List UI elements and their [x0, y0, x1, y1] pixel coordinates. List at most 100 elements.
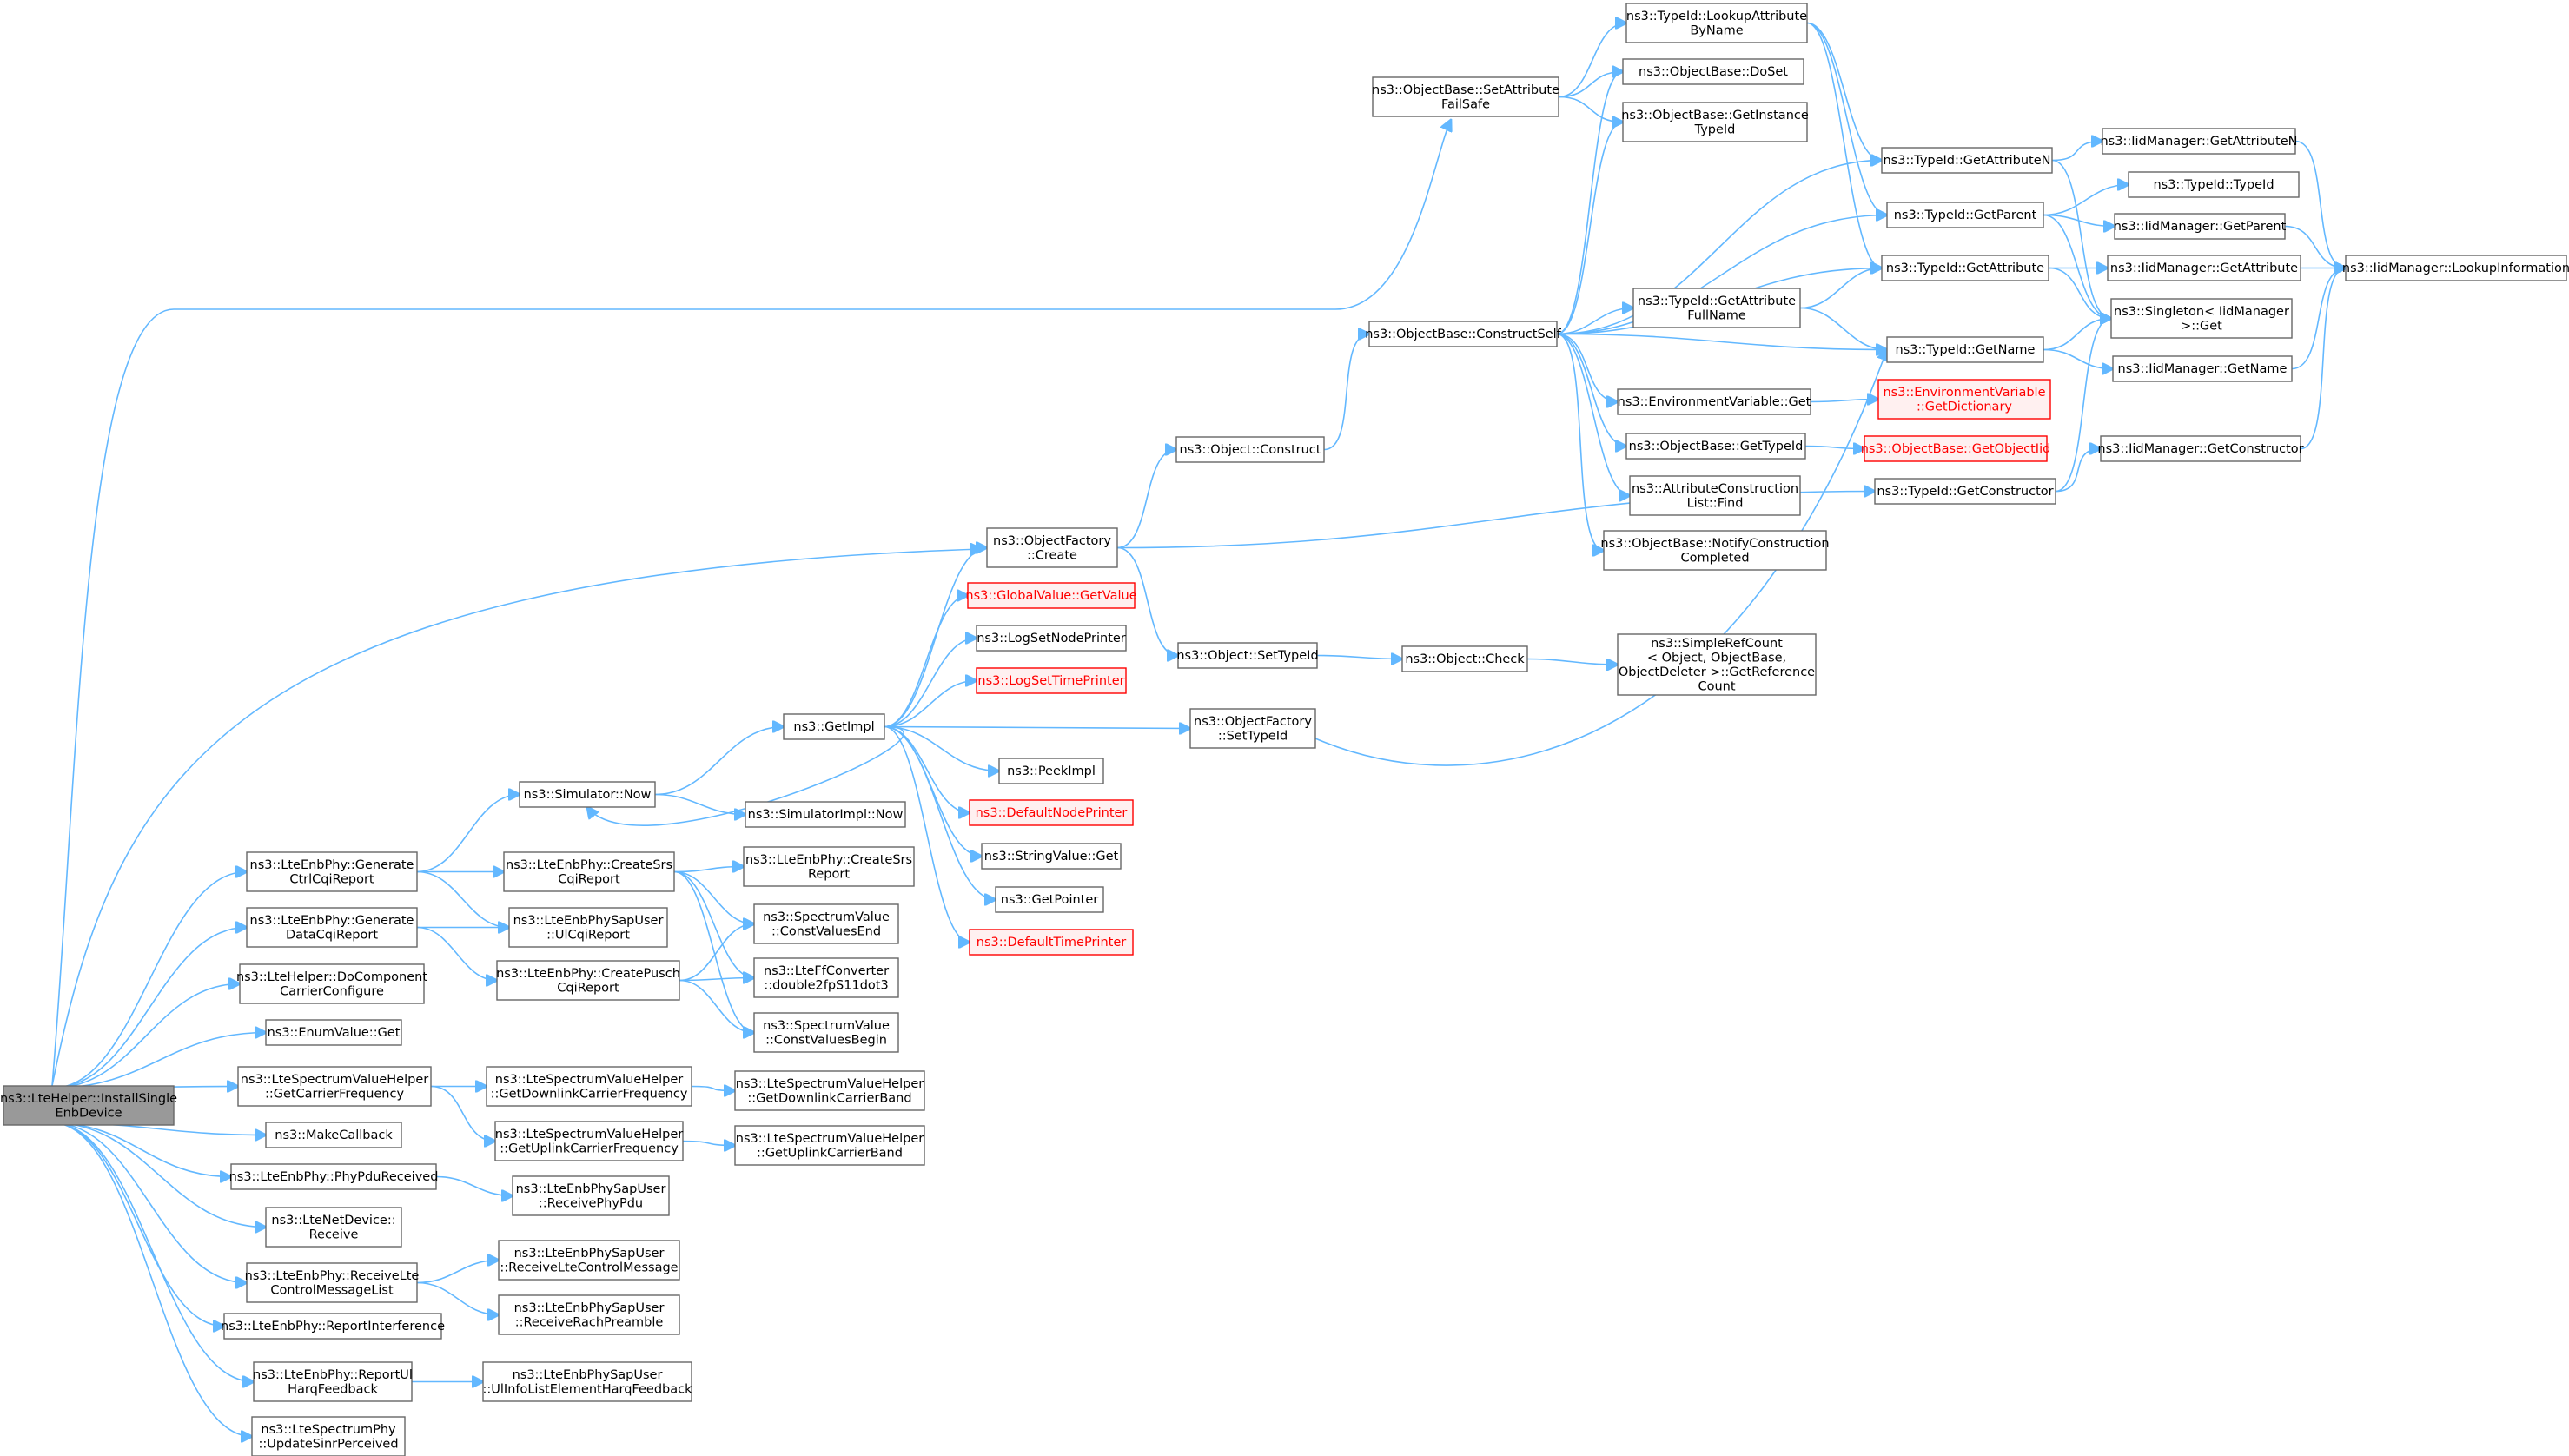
node-label: EnbDevice — [55, 1106, 122, 1120]
graph-node-getpointer[interactable]: ns3::GetPointer — [995, 886, 1104, 913]
graph-node-fftconv[interactable]: ns3::LteFfConverter::double2fpS11dot3 — [753, 957, 899, 998]
graph-node-envget[interactable]: ns3::EnvironmentVariable::Get — [1617, 388, 1811, 415]
node-label: ns3::DefaultTimePrinter — [977, 936, 1126, 950]
node-box — [1886, 336, 2044, 363]
node-label: FullName — [1687, 308, 1746, 322]
graph-node-getattrN[interactable]: ns3::TypeId::GetAttributeN — [1881, 147, 2053, 174]
node-label: ::GetUplinkCarrierFrequency — [500, 1142, 679, 1155]
graph-node-lookupinfo[interactable]: ns3::IidManager::LookupInformation — [2342, 255, 2569, 281]
node-label: ns3::TypeId::GetAttribute — [1886, 261, 2044, 275]
graph-node-sapctrl[interactable]: ns3::LteEnbPhySapUser::ReceiveLteControl… — [498, 1240, 680, 1281]
graph-node-settypeid[interactable]: ns3::Object::SetTypeId — [1176, 642, 1319, 669]
graph-node-factorycreate[interactable]: ns3::ObjectFactory::Create — [986, 527, 1118, 568]
edge-createsrs-to-constend — [673, 870, 754, 924]
graph-node-iidGetAttr[interactable]: ns3::IidManager::GetAttribute — [2107, 255, 2301, 281]
graph-node-doset[interactable]: ns3::ObjectBase::DoSet — [1622, 58, 1804, 85]
edge-envget-to-envdict — [1810, 400, 1878, 402]
graph-node-strget[interactable]: ns3::StringValue::Get — [981, 843, 1122, 870]
graph-node-ulcqi[interactable]: ns3::LteEnbPhySapUser::UlCqiReport — [508, 907, 668, 948]
graph-node-phypdu[interactable]: ns3::LteEnbPhy::PhyPduReceived — [229, 1163, 439, 1190]
graph-node-makecb[interactable]: ns3::MakeCallback — [265, 1122, 402, 1148]
node-label: ns3::EnvironmentVariable::Get — [1618, 395, 1811, 409]
graph-node-logtime[interactable]: ns3::LogSetTimePrinter — [976, 667, 1127, 694]
graph-node-singleton[interactable]: ns3::Singleton< IidManager >::Get — [2110, 298, 2293, 339]
graph-node-deftime[interactable]: ns3::DefaultTimePrinter — [969, 929, 1134, 956]
graph-node-iidGetName[interactable]: ns3::IidManager::GetName — [2112, 355, 2293, 382]
graph-node-getattr[interactable]: ns3::TypeId::GetAttribute — [1881, 255, 2049, 281]
graph-node-constend[interactable]: ns3::SpectrumValue::ConstValuesEnd — [753, 903, 899, 944]
node-box — [753, 957, 899, 998]
node-label: ns3::LteHelper::InstallSingle — [0, 1092, 177, 1106]
graph-node-refcount[interactable]: ns3::SimpleRefCount< Object, ObjectBase,… — [1617, 633, 1817, 696]
graph-node-factsettype[interactable]: ns3::ObjectFactory::SetTypeId — [1189, 708, 1316, 749]
node-box — [486, 1066, 692, 1107]
node-label: ns3::SpectrumValue — [763, 910, 890, 924]
node-label: ns3::GetPointer — [1001, 893, 1099, 907]
graph-node-simimplnow[interactable]: ns3::SimulatorImpl::Now — [745, 801, 906, 828]
graph-node-constbegin[interactable]: ns3::SpectrumValue::ConstValuesBegin — [753, 1012, 899, 1053]
graph-node-docomp[interactable]: ns3::LteHelper::DoComponentCarrierConfig… — [236, 963, 427, 1004]
graph-node-getdlband[interactable]: ns3::LteSpectrumValueHelper::GetDownlink… — [734, 1070, 925, 1111]
graph-node-defnode[interactable]: ns3::DefaultNodePrinter — [969, 799, 1134, 826]
graph-node-reportint[interactable]: ns3::LteEnbPhy::ReportInterference — [221, 1313, 445, 1340]
graph-node-peekimpl[interactable]: ns3::PeekImpl — [998, 758, 1104, 784]
graph-node-globalvalue[interactable]: ns3::GlobalValue::GetValue — [965, 582, 1137, 609]
graph-node-construct[interactable]: ns3::ObjectBase::ConstructSelf — [1365, 321, 1562, 347]
graph-node-objgetid[interactable]: ns3::ObjectBase::GetObjectIid — [1861, 435, 2051, 462]
graph-node-getcarrier[interactable]: ns3::LteSpectrumValueHelper::GetCarrierF… — [237, 1066, 432, 1107]
graph-node-notify[interactable]: ns3::ObjectBase::NotifyConstructionCompl… — [1600, 530, 1830, 571]
node-label: ns3::LteEnbPhySapUser — [513, 1368, 663, 1382]
graph-node-lognode[interactable]: ns3::LogSetNodePrinter — [976, 625, 1127, 652]
graph-node-typeid[interactable]: ns3::TypeId::TypeId — [2128, 171, 2300, 198]
edge-genctrl-to-ulcqi — [416, 870, 509, 928]
graph-node-objcheck[interactable]: ns3::Object::Check — [1401, 645, 1528, 672]
graph-node-recvphypdu[interactable]: ns3::LteEnbPhySapUser::ReceivePhyPdu — [512, 1175, 670, 1216]
node-label: ns3::LteEnbPhySapUser — [514, 1247, 665, 1261]
graph-node-enumget[interactable]: ns3::EnumValue::Get — [265, 1019, 402, 1046]
graph-node-saprach[interactable]: ns3::LteEnbPhySapUser::ReceiveRachPreamb… — [498, 1294, 680, 1335]
node-box — [503, 851, 675, 892]
graph-node-getdlfreq[interactable]: ns3::LteSpectrumValueHelper::GetDownlink… — [486, 1066, 692, 1107]
graph-node-ulinfo[interactable]: ns3::LteEnbPhySapUser::UlInfoListElement… — [482, 1361, 693, 1402]
node-box — [1632, 288, 1801, 328]
graph-node-getulband[interactable]: ns3::LteSpectrumValueHelper::GetUplinkCa… — [734, 1125, 925, 1166]
graph-node-updsinr[interactable]: ns3::LteSpectrumPhy::UpdateSinrPerceived — [251, 1416, 406, 1456]
node-box — [246, 1262, 418, 1303]
node-label: >::Get — [2181, 319, 2222, 333]
graph-node-getimpl[interactable]: ns3::GetImpl — [783, 713, 885, 740]
node-label: ::GetDownlinkCarrierBand — [747, 1091, 911, 1105]
node-box — [3, 1085, 175, 1126]
graph-node-iidGetAttrN[interactable]: ns3::IidManager::GetAttributeN — [2100, 128, 2298, 155]
graph-node-getulfreq[interactable]: ns3::LteSpectrumValueHelper::GetUplinkCa… — [494, 1121, 684, 1161]
graph-node-envdict[interactable]: ns3::EnvironmentVariable::GetDictionary — [1877, 379, 2051, 420]
graph-node-objgettypeid[interactable]: ns3::ObjectBase::GetTypeId — [1625, 433, 1806, 460]
node-label: ns3::LteEnbPhy::PhyPduReceived — [229, 1170, 439, 1184]
graph-node-iidGetParent[interactable]: ns3::IidManager::GetParent — [2114, 213, 2287, 240]
node-label: ns3::LteEnbPhy::ReceiveLte — [245, 1269, 420, 1283]
edge-factsettype-to-getname — [1314, 349, 1887, 766]
edge-setattr-to-doset — [1558, 72, 1623, 98]
graph-node-objconstruct[interactable]: ns3::Object::Construct — [1175, 436, 1325, 463]
node-label: ByName — [1690, 23, 1743, 37]
graph-node-recvlte[interactable]: ns3::LteEnbPhy::ReceiveLteControlMessage… — [245, 1262, 420, 1303]
node-box — [237, 1066, 432, 1107]
graph-node-getparent[interactable]: ns3::TypeId::GetParent — [1886, 202, 2044, 228]
graph-node-iidGetCtor[interactable]: ns3::IidManager::GetConstructor — [2097, 435, 2304, 462]
graph-node-netrecv[interactable]: ns3::LteNetDevice::Receive — [265, 1207, 402, 1248]
edge-createpusch-to-constbegin — [679, 979, 754, 1033]
graph-node-getname[interactable]: ns3::TypeId::GetName — [1886, 336, 2044, 363]
graph-node-simnow[interactable]: ns3::Simulator::Now — [519, 781, 656, 808]
graph-node-getctor[interactable]: ns3::TypeId::GetConstructor — [1874, 478, 2056, 505]
